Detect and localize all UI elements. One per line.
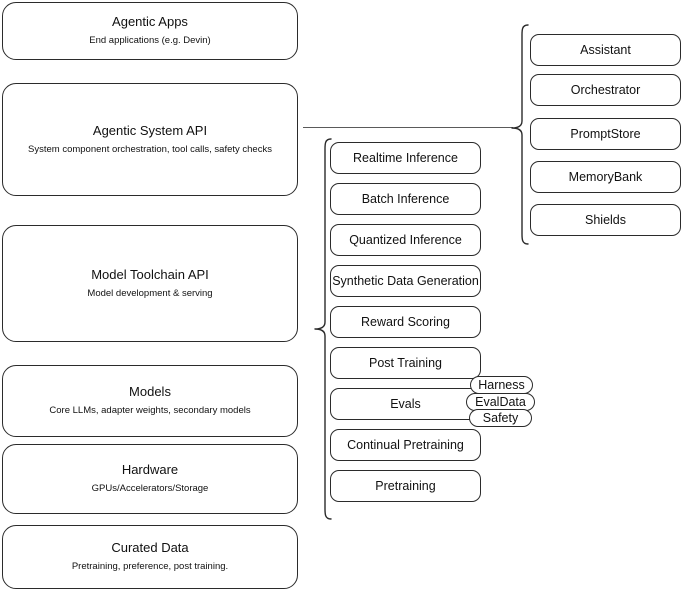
capability-batch-inference[interactable]: Batch Inference (330, 183, 481, 215)
layer-title: Models (129, 384, 171, 400)
layer-title: Agentic Apps (112, 14, 188, 30)
capability-label: Post Training (369, 356, 442, 370)
capability-pretraining[interactable]: Pretraining (330, 470, 481, 502)
layer-subtitle: System component orchestration, tool cal… (28, 143, 272, 155)
eval-tag-harness[interactable]: Harness (470, 376, 533, 394)
capability-label: Pretraining (375, 479, 436, 493)
capability-evals[interactable]: Evals (330, 388, 481, 420)
component-promptstore[interactable]: PromptStore (530, 118, 681, 150)
layer-subtitle: Model development & serving (87, 287, 213, 299)
layer-curated-data[interactable]: Curated Data Pretraining, preference, po… (2, 525, 298, 589)
eval-tag-evaldata[interactable]: EvalData (466, 393, 535, 411)
layer-title: Curated Data (111, 540, 189, 556)
capability-label: Batch Inference (361, 192, 450, 206)
layer-agentic-system-api[interactable]: Agentic System API System component orch… (2, 83, 298, 196)
layer-hardware[interactable]: Hardware GPUs/Accelerators/Storage (2, 444, 298, 514)
capability-label: Realtime Inference (353, 151, 458, 165)
capability-reward-scoring[interactable]: Reward Scoring (330, 306, 481, 338)
layer-title: Model Toolchain API (91, 266, 209, 282)
layer-subtitle: End applications (e.g. Devin) (89, 35, 211, 47)
component-shields[interactable]: Shields (530, 204, 681, 236)
layer-model-toolchain-api[interactable]: Model Toolchain API Model development & … (2, 225, 298, 342)
capability-label: Continual Pretraining (347, 438, 464, 452)
component-orchestrator[interactable]: Orchestrator (530, 74, 681, 106)
capability-continual-pretraining[interactable]: Continual Pretraining (330, 429, 481, 461)
capability-quantized-inference[interactable]: Quantized Inference (330, 224, 481, 256)
component-label: Orchestrator (570, 83, 641, 97)
layer-subtitle: Core LLMs, adapter weights, secondary mo… (49, 405, 251, 417)
component-label: MemoryBank (568, 170, 643, 184)
component-label: Shields (585, 213, 626, 227)
component-assistant[interactable]: Assistant (530, 34, 681, 66)
capability-post-training[interactable]: Post Training (330, 347, 481, 379)
capability-label: Synthetic Data Generation (332, 274, 479, 288)
layer-subtitle: GPUs/Accelerators/Storage (91, 483, 209, 495)
layer-subtitle: Pretraining, preference, post training. (71, 561, 229, 573)
capability-label: Quantized Inference (349, 233, 462, 247)
bracket-agentic-system-components (511, 24, 529, 245)
layer-title: Agentic System API (92, 122, 208, 138)
capability-realtime-inference[interactable]: Realtime Inference (330, 142, 481, 174)
layer-models[interactable]: Models Core LLMs, adapter weights, secon… (2, 365, 298, 437)
component-label: Assistant (580, 43, 631, 57)
component-memorybank[interactable]: MemoryBank (530, 161, 681, 193)
capability-label: Evals (390, 397, 421, 411)
layer-title: Hardware (121, 462, 179, 478)
component-label: PromptStore (570, 127, 641, 141)
eval-tag-safety[interactable]: Safety (469, 409, 532, 427)
capability-synthetic-data-generation[interactable]: Synthetic Data Generation (330, 265, 481, 297)
layer-agentic-apps[interactable]: Agentic Apps End applications (e.g. Devi… (2, 2, 298, 60)
capability-label: Reward Scoring (361, 315, 450, 329)
connector-agentic-system-api-to-components (303, 127, 513, 128)
